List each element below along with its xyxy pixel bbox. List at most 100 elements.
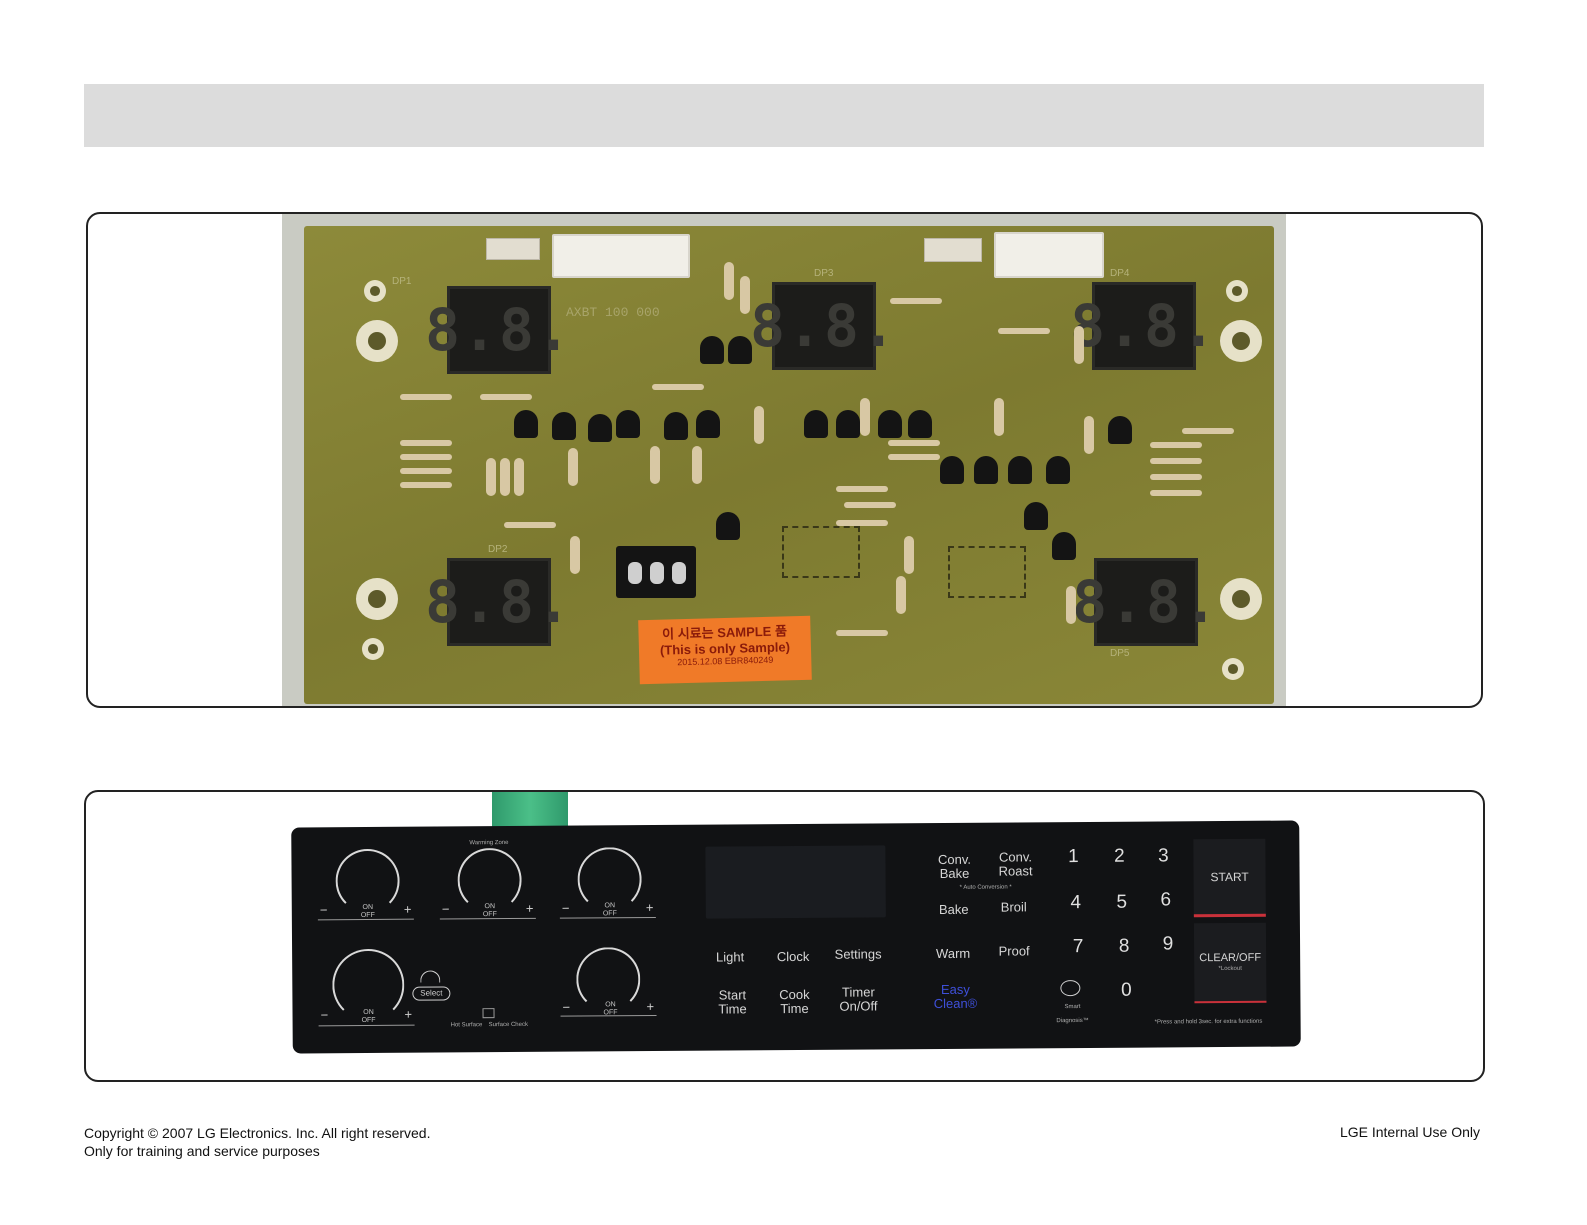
- knob-plus: +: [404, 1006, 413, 1022]
- resistor: [1074, 326, 1084, 364]
- mounting-hole: [1226, 280, 1248, 302]
- number-key-6[interactable]: 6: [1160, 889, 1172, 911]
- hot-surface-indicator: [482, 1008, 495, 1019]
- number-key-8[interactable]: 8: [1118, 935, 1130, 957]
- silk-dp2: DP2: [488, 544, 508, 555]
- number-key-2[interactable]: 2: [1114, 845, 1125, 867]
- resistor: [896, 576, 906, 614]
- start-time-key[interactable]: Start Time: [718, 987, 747, 1017]
- resistor: [724, 262, 734, 300]
- smart-diagnosis-icon[interactable]: [1060, 980, 1081, 997]
- resistor: [754, 406, 764, 444]
- cook-time-key[interactable]: Cook Time: [779, 986, 810, 1017]
- control-panel-photo-frame: − + ON OFF Warming Zone − + ON OFF − + O…: [84, 790, 1485, 1082]
- oven-control-panel: − + ON OFF Warming Zone − + ON OFF − + O…: [291, 820, 1301, 1054]
- resistor: [844, 502, 896, 508]
- transistor: [616, 410, 640, 438]
- transistor: [878, 410, 902, 438]
- silk-dp3: DP3: [814, 268, 834, 279]
- mounting-hole: [364, 280, 386, 302]
- switch-slot: [650, 562, 664, 584]
- mounting-hole: [1222, 658, 1244, 680]
- smart-diagnosis-label: Smart Diagnosis™: [1056, 1004, 1089, 1025]
- resistor: [400, 440, 452, 446]
- start-button[interactable]: START: [1193, 838, 1266, 918]
- display-pcb-board: DP1 DP3 DP4 DP2 DP5 AXBT 100 000 8.8. 8.…: [304, 226, 1274, 704]
- resistor: [1150, 490, 1202, 496]
- transistor: [804, 410, 828, 438]
- board-code-line: AXBT 100 000: [566, 305, 660, 320]
- transistor: [700, 336, 724, 364]
- board-code: AXBT 100 000: [566, 304, 660, 321]
- transistor: [836, 410, 860, 438]
- transistor: [940, 456, 964, 484]
- number-key-5[interactable]: 5: [1116, 891, 1128, 913]
- resistor: [998, 328, 1050, 334]
- small-connector: [486, 238, 540, 260]
- resistor: [860, 398, 870, 436]
- conv-bake-key[interactable]: Conv. Bake: [937, 851, 972, 881]
- hot-surface-label: Hot Surface: [450, 1022, 483, 1029]
- silk-dp4: DP4: [1110, 268, 1130, 279]
- knob-on-off-label: ON OFF: [602, 902, 617, 918]
- proof-key[interactable]: Proof: [998, 943, 1030, 959]
- transistor: [1108, 416, 1132, 444]
- resistor: [1182, 428, 1234, 434]
- resistor: [514, 458, 524, 496]
- number-key-4[interactable]: 4: [1070, 892, 1082, 914]
- silk-dp5: DP5: [1110, 648, 1130, 659]
- title-bar: [84, 84, 1484, 147]
- knob-on-off-label: ON OFF: [361, 1008, 376, 1025]
- knob-minus: −: [562, 999, 571, 1015]
- transistor: [664, 412, 688, 440]
- pcb-photo-frame: DP1 DP3 DP4 DP2 DP5 AXBT 100 000 8.8. 8.…: [86, 212, 1483, 708]
- knob-plus: +: [403, 901, 412, 917]
- mounting-hole: [1220, 578, 1262, 620]
- light-key[interactable]: Light: [715, 949, 745, 965]
- transistor: [1008, 456, 1032, 484]
- warming-zone-label: Warming Zone: [469, 840, 509, 847]
- clear-off-button[interactable]: CLEAR/OFF *Lockout: [1193, 922, 1267, 1004]
- transistor: [514, 410, 538, 438]
- resistor: [400, 394, 452, 400]
- seven-segment-display: 8.8.: [1070, 282, 1216, 370]
- resistor: [568, 448, 578, 486]
- number-key-1[interactable]: 1: [1068, 846, 1079, 868]
- resistor: [652, 384, 704, 390]
- small-connector: [924, 238, 982, 262]
- resistor: [888, 454, 940, 460]
- clock-key[interactable]: Clock: [776, 948, 810, 965]
- warm-key[interactable]: Warm: [935, 945, 971, 962]
- easy-clean-key[interactable]: Easy Clean®: [933, 981, 978, 1012]
- number-key-9[interactable]: 9: [1162, 933, 1174, 955]
- knob-minus: −: [561, 900, 570, 916]
- seven-segment-display: 8.8.: [425, 558, 571, 646]
- knob-plus: +: [645, 899, 654, 916]
- lockout-label: *Lockout: [1218, 965, 1242, 973]
- transistor: [1052, 532, 1076, 560]
- seven-segment-display: 8.8.: [425, 286, 571, 374]
- dip-switch: [616, 546, 696, 598]
- settings-key[interactable]: Settings: [834, 946, 882, 962]
- number-key-0[interactable]: 0: [1121, 979, 1132, 1001]
- conv-roast-key[interactable]: Conv. Roast: [998, 849, 1033, 879]
- auto-conversion-label: * Auto Conversion *: [959, 884, 1012, 891]
- internal-use-text: LGE Internal Use Only: [1339, 1124, 1480, 1140]
- resistor: [504, 522, 556, 528]
- bake-key[interactable]: Bake: [938, 901, 969, 918]
- timer-key[interactable]: Timer On/Off: [839, 984, 878, 1014]
- resistor: [888, 440, 940, 446]
- transistor: [588, 414, 612, 442]
- number-key-7[interactable]: 7: [1072, 935, 1084, 958]
- knob-plus: +: [646, 998, 655, 1015]
- mounting-hole: [362, 638, 384, 660]
- broil-key[interactable]: Broil: [1000, 899, 1027, 915]
- number-key-3[interactable]: 3: [1158, 845, 1169, 867]
- transistor: [1046, 456, 1070, 484]
- knob-minus: −: [441, 901, 450, 917]
- select-button[interactable]: Select: [412, 986, 451, 1001]
- resistor: [486, 458, 496, 496]
- footer-copyright: Copyright © 2007 LG Electronics. Inc. Al…: [84, 1124, 430, 1160]
- board-connector: [552, 234, 690, 278]
- resistor: [1150, 442, 1202, 448]
